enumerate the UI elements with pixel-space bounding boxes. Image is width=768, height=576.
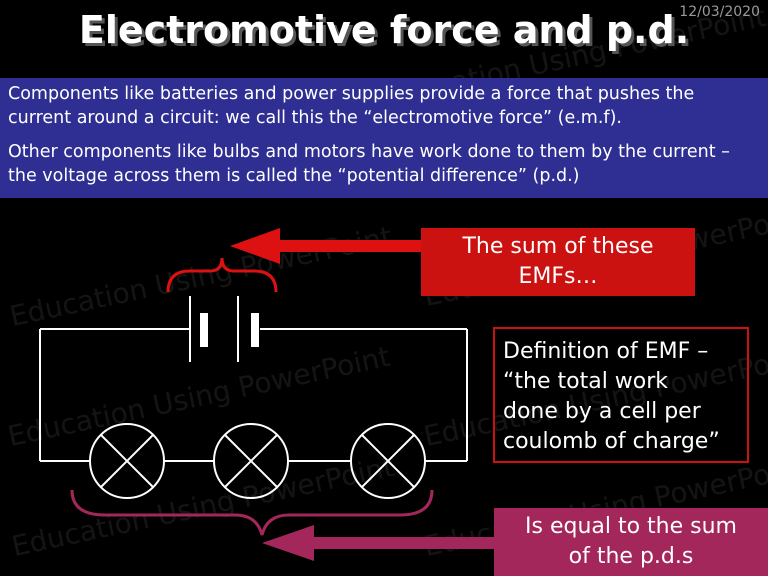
intro-paragraph-emf: Components like batteries and power supp… bbox=[8, 84, 695, 128]
sum-of-pds-box: Is equal to the sum of the p.d.s bbox=[494, 508, 768, 576]
slide-date: 12/03/2020 bbox=[679, 4, 760, 20]
intro-text-band: Components like batteries and power supp… bbox=[0, 78, 768, 198]
cell-1-short-plate bbox=[200, 313, 208, 347]
sum-of-emfs-line-1: The sum of these bbox=[462, 234, 654, 259]
sum-of-pds-line-2: of the p.d.s bbox=[568, 544, 694, 569]
emf-definition-line-4: coulomb of charge” bbox=[503, 429, 720, 454]
emf-definition-box: Definition of EMF – “the total work done… bbox=[493, 327, 749, 463]
bulbs bbox=[89, 423, 426, 499]
cell-2-short-plate bbox=[251, 313, 259, 347]
sum-of-emfs-box: The sum of these EMFs… bbox=[421, 228, 695, 296]
sum-of-pds-line-1: Is equal to the sum bbox=[525, 514, 737, 539]
bulb-3 bbox=[350, 423, 426, 499]
slide-title: Electromotive force and p.d. bbox=[78, 8, 690, 52]
pd-brace bbox=[70, 489, 434, 536]
bulb-2 bbox=[213, 423, 289, 499]
emf-definition-line-1: Definition of EMF – bbox=[503, 339, 709, 364]
emf-definition-line-3: done by a cell per bbox=[503, 399, 701, 424]
pd-arrow bbox=[262, 525, 496, 561]
bulb-1 bbox=[89, 423, 165, 499]
emf-brace bbox=[166, 257, 278, 293]
emf-arrow bbox=[230, 228, 423, 264]
sum-of-emfs-line-2: EMFs… bbox=[518, 264, 598, 289]
circuit-wires bbox=[39, 328, 468, 462]
emf-definition-line-2: “the total work bbox=[503, 369, 669, 394]
battery-cells bbox=[189, 296, 259, 362]
intro-paragraph-pd: Other components like bulbs and motors h… bbox=[8, 142, 730, 186]
